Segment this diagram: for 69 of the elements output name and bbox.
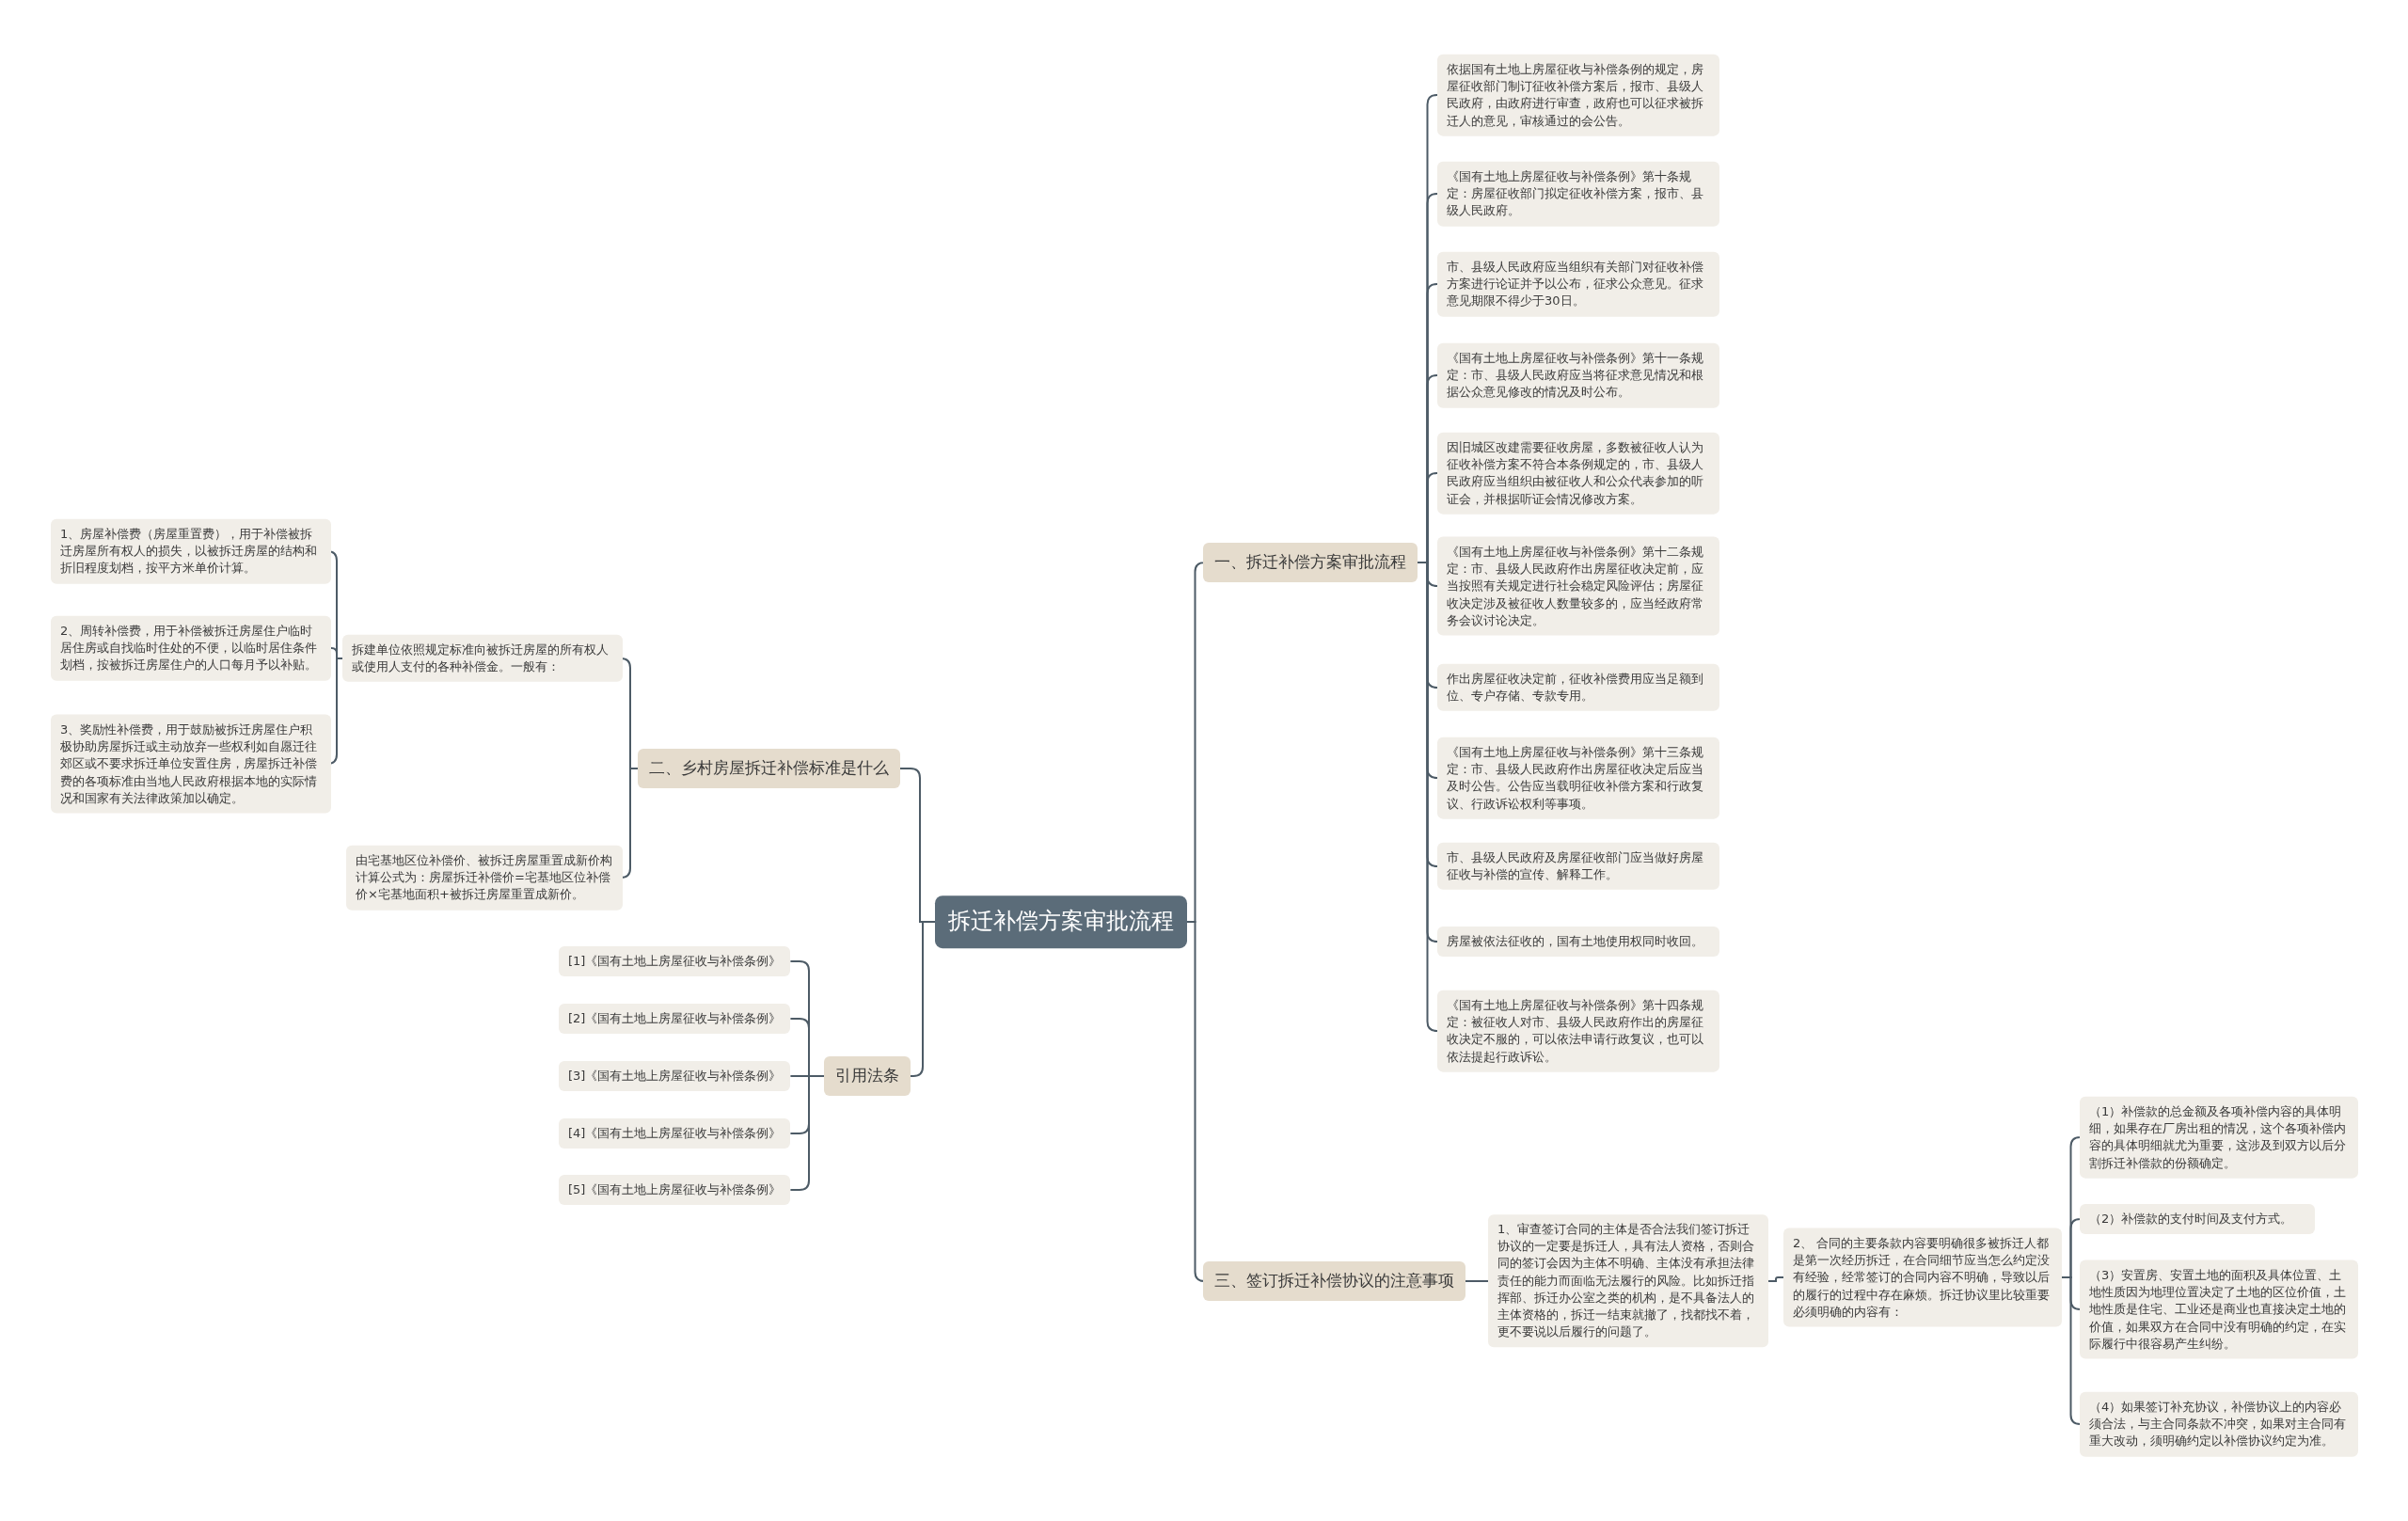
note-box [346,845,623,911]
topic-text: 2、周转补偿费，用于补偿被拆迁房屋住户临时居住房或自找临时住处的不便，以临时居住条件划档，按被拆迁房屋住户的人口每月予以补贴。 [60,622,318,674]
topic-text: 由宅基地区位补偿价、被拆迁房屋重置成新价构计算公式为：房屋拆迁补偿价=宅基地区位补偿价×宅基地面积+被拆迁房屋重置成新价。 [356,851,613,904]
topic-text: 市、县级人民政府应当组织有关部门对征收补偿方案进行论证并予以公布，征求公众意见。征求意见期限不得少于30日。 [1447,258,1704,310]
note-box [1437,251,1719,317]
connector-line [1767,1276,1784,1282]
note-box [1437,536,1719,636]
topic-text: [1]《国有土地上房屋征收与补偿条例》 [568,952,782,970]
topic-text: （3）安置房、安置土地的面积及具体位置、土地性质因为地理位置决定了土地的区位价值，土地性质是住宅、工业还是商业也直接决定土地的价值，如果双方在合同中没有明确的约定，在实际履行中很容易产生纠纷。 [2089,1266,2347,1353]
note-box [2080,1203,2315,1235]
note-box [1437,737,1719,819]
branch-topic-box [1203,1261,1465,1301]
topic-text: 依据国有土地上房屋征收与补偿条例的规定，房屋征收部门制订征收补偿方案后，报市、县级人民政府，由政府进行审查，政府也可以征求被拆迁人的意见，审核通过的会公告。 [1447,60,1704,130]
note-box [51,714,331,814]
topic-text: [5]《国有土地上房屋征收与补偿条例》 [568,1180,782,1198]
topic-text: （4）如果签订补充协议，补偿协议上的内容必须合法，与主合同条款不冲突，如果对主合同有重大改动，须明确约定以补偿协议约定为准。 [2089,1398,2347,1450]
topic-text: 1、房屋补偿费（房屋重置费），用于补偿被拆迁房屋所有权人的损失，以被拆迁房屋的结构和折旧程度划档，按平方米单价计算。 [60,525,318,578]
topic-text: 房屋被依法征收的，国有土地使用权同时收回。 [1447,932,1704,950]
note-box [559,1117,791,1149]
topic-text: （2）补偿款的支付时间及支付方式。 [2089,1210,2294,1228]
topic-text: 因旧城区改建需要征收房屋，多数被征收人认为征收补偿方案不符合本条例规定的，市、县级人民政府应当组织由被征收人和公众代表参加的听证会，并根据听证会情况修改方案。 [1447,438,1704,508]
topic-text: 拆迁补偿方案审批流程 [948,907,1174,937]
note-box [1437,432,1719,515]
topic-text: 市、县级人民政府及房屋征收部门应当做好房屋征收与补偿的宣传、解释工作。 [1447,848,1704,883]
topic-text: 作出房屋征收决定前，征收补偿费用应当足额到位、专户存储、专款专用。 [1447,670,1704,705]
note-box [1437,990,1719,1072]
note-box [1437,842,1719,891]
topic-text: 2、 合同的主要条款内容要明确很多被拆迁人都是第一次经历拆迁，在合同细节应当怎么约定没有经验，经常签订的合同内容不明确，导致以后的履行的过程中存在麻烦。拆迁协议里比较重要必须明确的内容有： [1793,1234,2051,1321]
root-topic-box [935,895,1187,948]
note-box [1488,1214,1768,1348]
topic-text: 二、乡村房屋拆迁补偿标准是什么 [649,757,889,780]
note-box [1783,1228,2062,1327]
topic-text: 1、审查签订合同的主体是否合法我们签订拆迁协议的一定要是拆迁人，具有法人资格，否则合同的签订会因为主体不明确、主体没有承担法律责任的能力而面临无法履行的风险。比如拆迁指挥部、拆迁办公室之类的机构，是不具备法人的主体资格的，拆迁一结束就撤了，找都找不着，更不要说以后履行的问题了。 [1497,1221,1755,1341]
connector-line [1465,1280,1489,1282]
note-box [559,1174,791,1206]
topic-text: 拆建单位依照规定标准向被拆迁房屋的所有权人或使用人支付的各种补偿金。一般有： [352,641,610,675]
topic-text: 《国有土地上房屋征收与补偿条例》第十一条规定：市、县级人民政府应当将征求意见情况和根据公众意见修改的情况及时公布。 [1447,349,1704,402]
topic-text: 3、奖励性补偿费，用于鼓励被拆迁房屋住户积极协助房屋拆迁或主动放弃一些权利如自愿迁往郊区或不要求拆迁单位安置住房，房屋拆迁补偿费的各项标准由当地人民政府根据本地的实际情况和国家有关法律政策加以确定。 [60,721,318,807]
topic-text: 《国有土地上房屋征收与补偿条例》第十二条规定：市、县级人民政府作出房屋征收决定前，应当按照有关规定进行社会稳定风险评估；房屋征收决定涉及被征收人数量较多的，应当经政府常务会议讨论决定。 [1447,543,1704,629]
note-box [2080,1096,2358,1179]
topic-text: [3]《国有土地上房屋征收与补偿条例》 [568,1067,782,1085]
topic-text: [2]《国有土地上房屋征收与补偿条例》 [568,1009,782,1027]
note-box [1437,54,1719,136]
connector-line [910,921,936,1077]
topic-text: [4]《国有土地上房屋征收与补偿条例》 [568,1124,782,1142]
topic-text: 《国有土地上房屋征收与补偿条例》第十四条规定：被征收人对市、县级人民政府作出的房屋征收决定不服的，可以依法申请行政复议，也可以依法提起行政诉讼。 [1447,996,1704,1066]
note-box [342,634,623,683]
branch-topic-box [1203,543,1418,582]
note-box [51,518,331,584]
topic-text: 《国有土地上房屋征收与补偿条例》第十三条规定：市、县级人民政府作出房屋征收决定后应当及时公告。公告应当载明征收补偿方案和行政复议、行政诉讼权利等事项。 [1447,743,1704,813]
connector-line [2061,1276,2082,1425]
note-box [1437,161,1719,227]
note-box [1437,663,1719,712]
topic-text: 三、签订拆迁补偿协议的注意事项 [1214,1270,1454,1292]
branch-topic-box [638,749,900,788]
topic-text: 引用法条 [835,1065,899,1087]
note-box [559,1003,791,1035]
note-box [1437,926,1719,958]
topic-text: 《国有土地上房屋征收与补偿条例》第十条规定：房屋征收部门拟定征收补偿方案，报市、县级人民政府。 [1447,167,1704,220]
connector-line [789,1075,825,1191]
note-box [559,1060,791,1092]
topic-text: 一、拆迁补偿方案审批流程 [1214,551,1406,574]
note-box [51,615,331,681]
note-box [1437,342,1719,408]
note-box [2080,1260,2358,1359]
note-box [559,945,791,977]
topic-text: （1）补偿款的总金额及各项补偿内容的具体明细，如果存在厂房出租的情况，这个各项补偿内容的具体明细就尤为重要，这涉及到双方以后分割拆迁补偿款的份额确定。 [2089,1102,2347,1172]
note-box [2080,1391,2358,1457]
branch-topic-box [824,1056,911,1096]
